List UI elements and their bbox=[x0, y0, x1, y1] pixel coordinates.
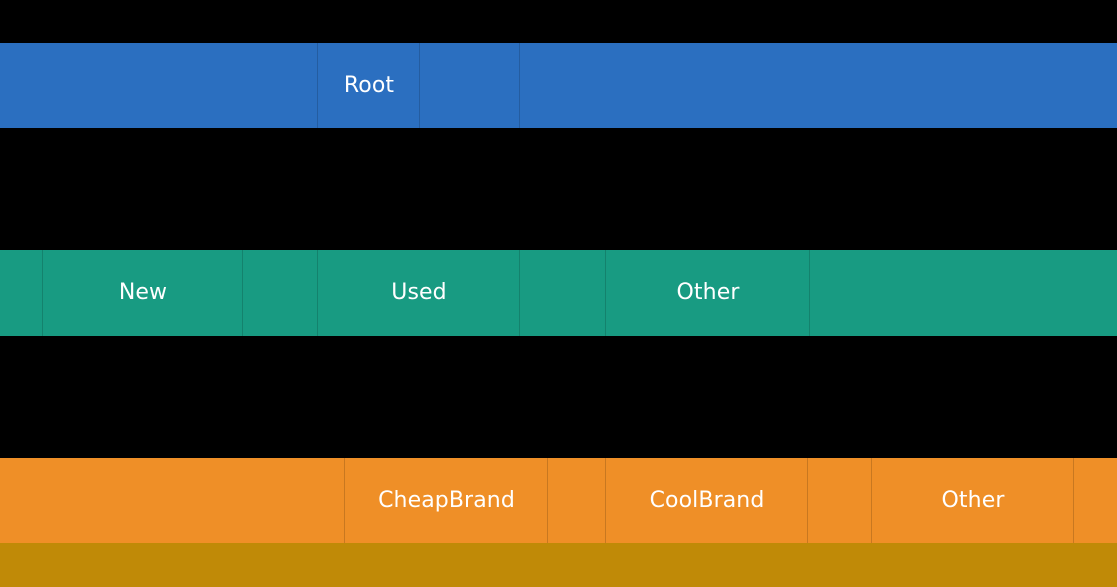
icicle-node-root-unlabeled-2[interactable] bbox=[420, 43, 520, 128]
icicle-node-category-new[interactable]: New bbox=[43, 250, 243, 336]
icicle-node-brand-cheapbrand[interactable]: CheapBrand bbox=[345, 458, 548, 543]
icicle-node-label: New bbox=[118, 280, 168, 305]
icicle-node-label: CoolBrand bbox=[649, 487, 765, 513]
icicle-level-root: Root bbox=[0, 43, 1117, 128]
icicle-node-category-used[interactable]: Used bbox=[318, 250, 520, 336]
icicle-node-brand-unlabeled-0[interactable] bbox=[0, 458, 345, 543]
icicle-node-category-other[interactable]: Other bbox=[606, 250, 810, 336]
icicle-node-root-root[interactable]: Root bbox=[318, 43, 420, 128]
icicle-node-category-unlabeled-2[interactable] bbox=[243, 250, 318, 336]
icicle-node-label: Other bbox=[941, 487, 1005, 513]
icicle-level-category: New Used Other bbox=[0, 250, 1117, 336]
icicle-node-sku-unlabeled-0[interactable] bbox=[0, 543, 1117, 587]
icicle-node-brand-unlabeled-4[interactable] bbox=[808, 458, 872, 543]
icicle-level-brand: CheapBrand CoolBrand Other bbox=[0, 458, 1117, 543]
icicle-node-category-unlabeled-0[interactable] bbox=[0, 250, 43, 336]
icicle-node-root-unlabeled-3[interactable] bbox=[520, 43, 1117, 128]
icicle-node-label: CheapBrand bbox=[378, 487, 515, 513]
icicle-node-brand-other[interactable]: Other bbox=[872, 458, 1074, 543]
icicle-node-label: Other bbox=[676, 280, 740, 305]
icicle-level-sku bbox=[0, 543, 1117, 587]
icicle-node-label: Root bbox=[343, 72, 395, 98]
icicle-node-brand-coolbrand[interactable]: CoolBrand bbox=[606, 458, 808, 543]
icicle-node-root-unlabeled-0[interactable] bbox=[0, 43, 318, 128]
icicle-node-brand-unlabeled-2[interactable] bbox=[548, 458, 606, 543]
icicle-node-label: Used bbox=[391, 280, 447, 305]
icicle-node-brand-unlabeled-6[interactable] bbox=[1074, 458, 1117, 543]
icicle-node-category-unlabeled-6[interactable] bbox=[810, 250, 1117, 336]
icicle-node-category-unlabeled-4[interactable] bbox=[520, 250, 606, 336]
